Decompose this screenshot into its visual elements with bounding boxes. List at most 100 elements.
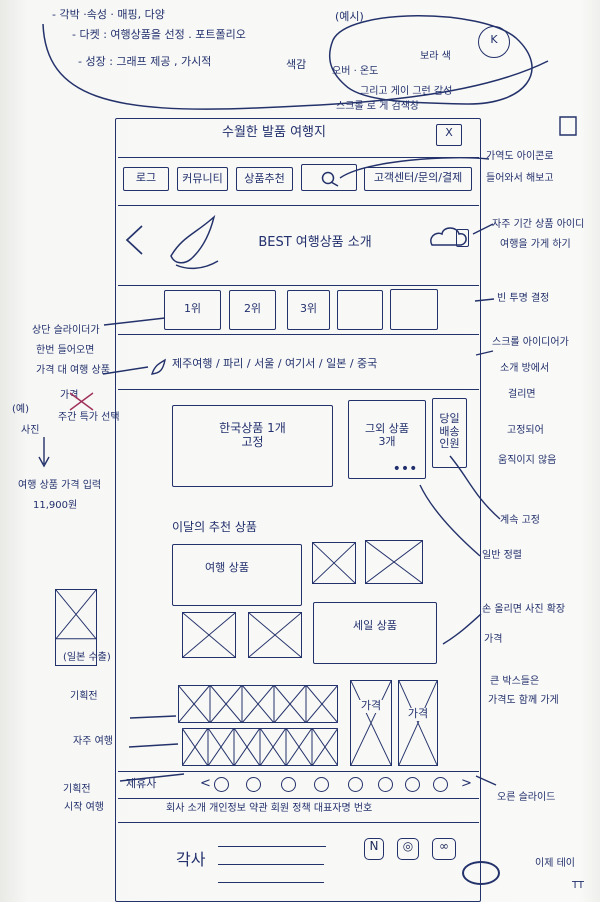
right-note-18: 이제 테이: [535, 858, 575, 869]
footer-logo: 각사: [176, 850, 206, 869]
footer-line-1: [218, 846, 326, 847]
tab-products-label: 상품추천: [244, 172, 285, 185]
price-tall-label-1: 가격: [352, 699, 390, 713]
right-note-1: 가역도 아이콘로: [486, 151, 554, 162]
airplane-illustration-icon: [170, 214, 219, 270]
floating-circle-icon[interactable]: [462, 861, 500, 885]
footer-link-button[interactable]: ∞: [432, 838, 456, 860]
rank-bottom-divider: [118, 334, 479, 335]
price-tall-card-2[interactable]: [398, 680, 438, 766]
left-note-13: 시작 여행: [64, 802, 104, 813]
right-note-7: 소개 방에서: [500, 363, 550, 374]
right-note-19: TT: [572, 880, 585, 891]
right-note-2: 들어와서 해보고: [486, 173, 554, 184]
left-note-4: (예): [12, 404, 30, 415]
marquee-icon: [150, 358, 166, 375]
grid-row-1-crosses: [178, 685, 338, 723]
rec-image-4[interactable]: [248, 612, 302, 658]
bubble-text-3: 그리고 게이 그런 감성: [360, 86, 453, 97]
rec-card-1-label: 여행 상품: [205, 561, 249, 574]
right-note-13: 손 올리면 사진 확장: [482, 604, 566, 615]
right-note-12: 일반 정렬: [482, 550, 522, 561]
left-note-6: 여행 상품 가격 입력: [18, 480, 102, 491]
bubble-text-1: 오버 · 온도: [332, 66, 379, 77]
left-note-10: 기획전: [70, 691, 98, 702]
search-icon: [321, 171, 339, 187]
side-tag-label: 당일 배송 인원: [439, 412, 460, 451]
banner-next-button[interactable]: [456, 229, 469, 247]
marquee-bottom-divider: [118, 389, 479, 390]
partners-top-divider: [118, 771, 479, 772]
close-button[interactable]: [436, 124, 462, 146]
hero-main-card[interactable]: [172, 405, 333, 487]
price-tall-card-1[interactable]: [350, 680, 392, 766]
right-note-9: 고정되어: [507, 425, 544, 436]
left-note-7: 가격: [60, 390, 79, 401]
corner-mark-text: K: [490, 33, 498, 46]
rec-card-1[interactable]: [172, 544, 302, 606]
partners-prev-button[interactable]: <: [200, 776, 211, 791]
top-topic: 색감: [286, 58, 307, 71]
right-note-17: 오른 슬라이드: [497, 792, 556, 803]
tab-products[interactable]: [236, 167, 293, 191]
partner-logo-6[interactable]: [378, 777, 393, 792]
hero-sub-label: 그외 상품 3개: [365, 422, 409, 448]
partner-logo-3[interactable]: [281, 777, 296, 792]
grid-row-2-crosses: [182, 728, 338, 766]
tab-community[interactable]: [177, 167, 228, 191]
partner-logo-4[interactable]: [314, 777, 329, 792]
rec-image-1[interactable]: [312, 542, 356, 584]
rank-label-3: 3위: [299, 302, 318, 315]
hero-sub-card[interactable]: [348, 400, 426, 479]
marquee-text: 제주여행 / 파리 / 서울 / 여기서 / 일본 / 중국: [172, 357, 378, 370]
rank-card-4[interactable]: [337, 290, 383, 330]
left-note-3: 가격 대 여행 상품: [36, 365, 110, 376]
left-note-8: 주간 특가 선택: [58, 412, 120, 423]
left-note-1: 상단 슬라이더가: [32, 325, 100, 336]
partner-logo-2[interactable]: [246, 777, 261, 792]
footer-naver-button[interactable]: N: [364, 838, 384, 860]
right-note-5: 빈 투명 결정: [497, 293, 550, 304]
banner-top-divider: [118, 205, 479, 206]
right-note-3: 자주 기간 상품 아이디: [492, 219, 585, 230]
left-note-12: 기획전: [63, 784, 91, 795]
right-note-10: 움직이지 않음: [498, 455, 557, 466]
banner-prev-icon[interactable]: [124, 224, 146, 256]
right-note-16: 가격도 함께 가게: [488, 695, 559, 706]
partner-logo-8[interactable]: [433, 777, 448, 792]
right-note-15: 큰 박스들은: [490, 676, 540, 687]
tab-login[interactable]: [123, 167, 169, 191]
left-sample-card: [55, 589, 97, 666]
left-note-2: 한번 들어오면: [36, 345, 95, 356]
rank-card-3[interactable]: [287, 290, 330, 330]
left-note-14: (일본 수출): [63, 652, 111, 663]
bubble-text-2: 보라 색: [420, 51, 451, 62]
right-note-6: 스크롤 아이디어가: [492, 337, 569, 348]
rank-card-5[interactable]: [390, 289, 438, 330]
hero-main-label: 한국상품 1개 고정: [219, 421, 286, 449]
footer-line-2: [218, 864, 324, 865]
partner-logo-7[interactable]: [405, 777, 420, 792]
rank-card-2[interactable]: [229, 290, 276, 330]
right-note-11: 계속 고정: [500, 515, 540, 526]
wide-sale-card[interactable]: [313, 602, 437, 664]
page-title: 수월한 발품 여행지: [222, 125, 326, 140]
partners-next-button[interactable]: >: [461, 776, 472, 791]
rank-label-2: 2위: [243, 302, 262, 315]
rec-image-3[interactable]: [182, 612, 236, 658]
banner-cloud-icon: [430, 227, 467, 246]
footer-instagram-button[interactable]: ◎: [397, 838, 419, 860]
best-title: BEST 여행상품 소개: [258, 235, 372, 250]
footer-line-3: [218, 882, 324, 883]
rank-label-1: 1위: [183, 302, 202, 315]
hero-dots: •••: [392, 461, 418, 477]
tab-support-label: 고객센터/문의/결제: [373, 171, 463, 184]
partner-logo-1[interactable]: [214, 777, 229, 792]
top-example: (예시): [335, 10, 364, 23]
tab-community-label: 커뮤니티: [182, 172, 223, 185]
rank-card-1[interactable]: [164, 290, 221, 330]
partner-logo-5[interactable]: [348, 777, 363, 792]
rec-image-2[interactable]: [365, 540, 423, 584]
close-label: X: [445, 126, 453, 139]
